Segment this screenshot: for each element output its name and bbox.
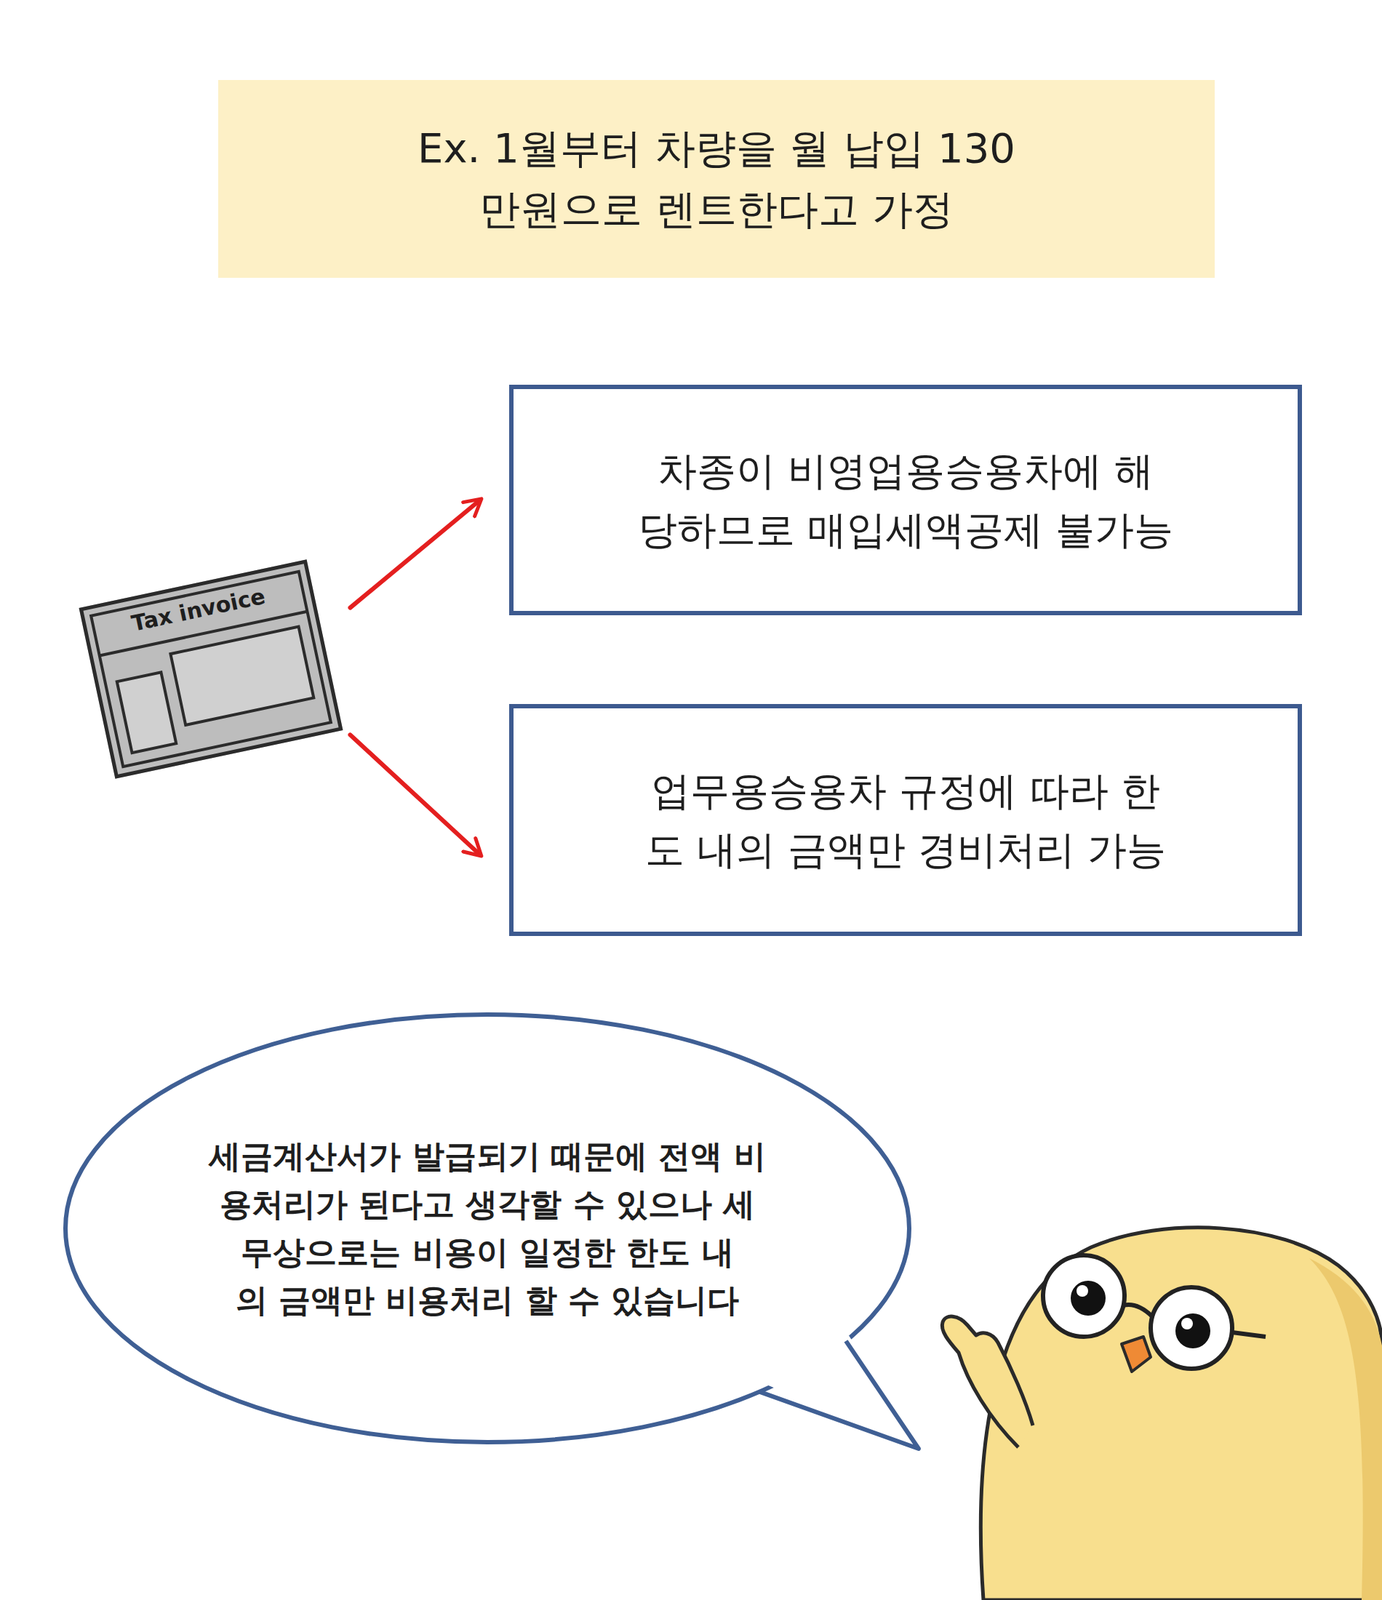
result-box: 업무용승용차 규정에 따라 한도 내의 금액만 경비처리 가능 bbox=[509, 704, 1302, 937]
result-box: 차종이 비영업용승용차에 해당하므로 매입세액공제 불가능 bbox=[509, 384, 1302, 616]
red-arrow bbox=[349, 500, 481, 609]
invoice-field bbox=[117, 672, 177, 753]
eye-highlight bbox=[1076, 1285, 1089, 1297]
bird-wing bbox=[941, 1316, 1033, 1448]
node-text: Ex. 1월부터 차량을 월 납입 130만원으로 렌트한다고 가정 bbox=[287, 117, 1146, 241]
bird-beak bbox=[1121, 1336, 1151, 1372]
glasses-lens bbox=[1043, 1255, 1125, 1337]
tax-invoice-icon: Tax invoice bbox=[79, 559, 344, 779]
invoice-field bbox=[170, 626, 314, 726]
invoice-inner-border bbox=[90, 571, 331, 767]
bird-eye bbox=[1070, 1280, 1106, 1316]
node-text: 차종이 비영업용승용차에 해당하므로 매입세액공제 불가능 bbox=[578, 441, 1233, 560]
eye-highlight bbox=[1181, 1317, 1193, 1330]
invoice-heading: Tax invoice bbox=[129, 583, 268, 638]
glasses-bridge bbox=[1123, 1304, 1153, 1317]
bird-eye bbox=[1175, 1313, 1211, 1349]
premise-box: Ex. 1월부터 차량을 월 납입 130만원으로 렌트한다고 가정 bbox=[218, 80, 1215, 278]
bubble-tail bbox=[759, 1341, 919, 1449]
glasses-arm bbox=[1232, 1332, 1266, 1337]
glasses-lens bbox=[1150, 1287, 1233, 1369]
speech-bubble: 세금계산서가 발급되기 때문에 전액 비용처리가 된다고 생각할 수 있으나 세… bbox=[61, 1010, 914, 1447]
bubble-outline bbox=[61, 1010, 914, 1447]
red-arrow bbox=[349, 734, 481, 855]
bubble-tail-fill bbox=[759, 1331, 919, 1449]
bird-body bbox=[980, 1227, 1382, 1600]
node-text: 업무용승용차 규정에 따라 한도 내의 금액만 경비처리 가능 bbox=[578, 761, 1233, 880]
bird-shade bbox=[1309, 1258, 1382, 1600]
invoice-frame bbox=[79, 559, 344, 779]
node-text: 세금계산서가 발급되기 때문에 전액 비용처리가 된다고 생각할 수 있으나 세… bbox=[167, 1132, 808, 1325]
